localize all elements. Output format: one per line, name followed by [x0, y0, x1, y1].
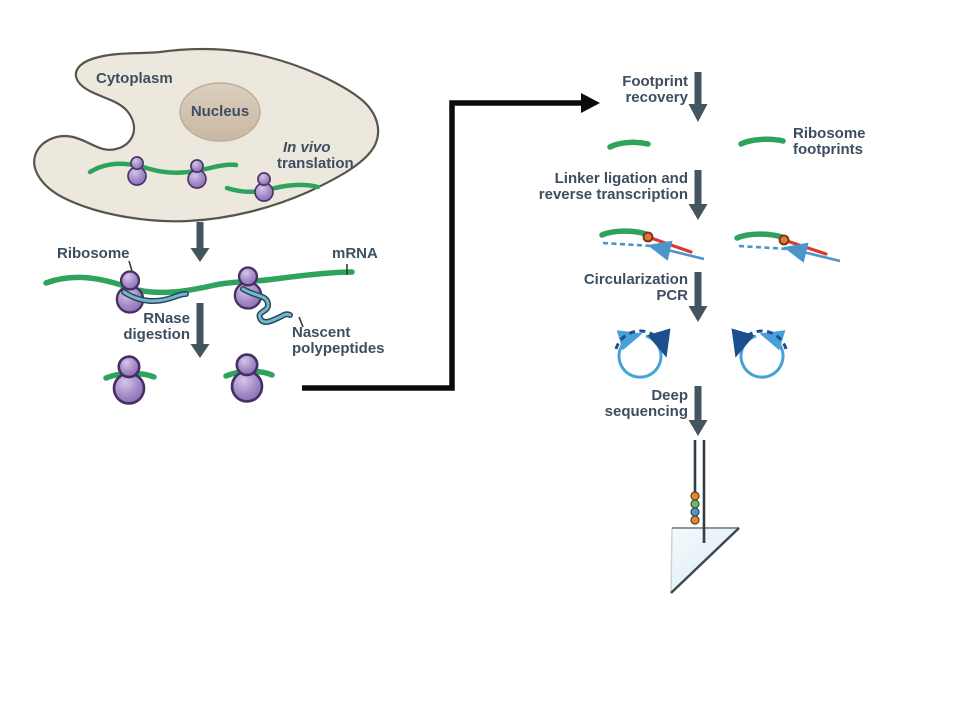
ribosome-label: Ribosome [57, 245, 130, 262]
down-arrow-linker-ligation [688, 170, 708, 220]
down-arrow-deep-sequencing [688, 386, 708, 436]
mrna-label: mRNA [332, 245, 378, 262]
deep-sequencing-label: Deep sequencing [604, 387, 688, 420]
cytoplasm-label: Cytoplasm [96, 70, 173, 87]
ribosome-icon [233, 266, 263, 310]
linker-ligation-construct [734, 231, 841, 263]
down-arrow-footprint-recovery [688, 72, 708, 122]
circular-dna [614, 328, 671, 379]
base-dot-orange [690, 491, 700, 501]
nascent-chain-curly [241, 287, 292, 324]
sequencing-readout [670, 440, 740, 594]
mrna-strand-cell-2 [224, 182, 321, 194]
ribosome-footprint-fragment [738, 136, 786, 147]
ribosome-icon [254, 172, 274, 202]
ribosome-footprint-fragment [607, 139, 651, 150]
base-dot-blue [690, 507, 700, 517]
base-dot-green [690, 499, 700, 509]
linker-ligation-label: Linker ligation and reverse transcriptio… [538, 170, 688, 203]
rnase-digestion-label: RNase digestion [123, 310, 190, 343]
ribosome-pointer-line [128, 260, 133, 272]
nucleus-label: Nucleus [190, 103, 250, 120]
mrna-strand-cell-1 [87, 161, 239, 175]
nascent-chain [122, 290, 188, 303]
mrna-strand-main [43, 269, 355, 296]
nascent-polypeptides-label: Nascent polypeptides [292, 324, 385, 357]
nucleus-shape [179, 82, 261, 142]
linker-ligation-construct [599, 228, 705, 261]
nascent-pointer-line [298, 316, 304, 328]
footprint-recovery-label: Footprint recovery [622, 73, 688, 106]
circular-dna [731, 328, 788, 379]
down-arrow-circularization [688, 272, 708, 322]
ribosome-icon [127, 156, 147, 186]
base-dot-orange [690, 515, 700, 525]
ribosome-footprints-label: Ribosome footprints [793, 125, 866, 158]
panel-connector-arrow [302, 93, 600, 391]
down-arrow-rnase-digestion [190, 303, 210, 358]
ribosome-icon [187, 159, 207, 189]
ribosome-icon [230, 353, 264, 403]
ribosome-icon [115, 270, 145, 314]
circularization-pcr-label: Circularization PCR [583, 271, 688, 304]
in-vivo-translation-label: In vivo translation [277, 139, 354, 172]
down-arrow-in-vivo-translation [190, 222, 210, 262]
ribosome-icon [112, 355, 146, 405]
